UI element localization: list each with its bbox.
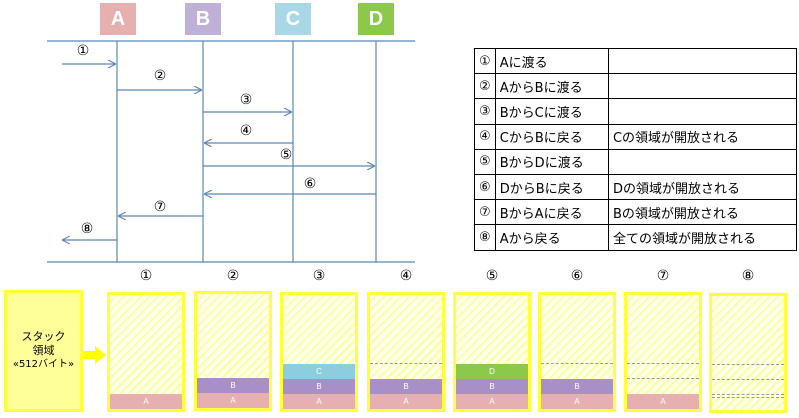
- stack-caption: ①: [139, 268, 153, 284]
- stack-layer-a: A: [283, 394, 355, 409]
- stack-layer-a: A: [541, 394, 613, 409]
- stack-layer-b: B: [197, 378, 269, 393]
- step-note: [607, 47, 798, 75]
- step-action: DからBに戻る: [494, 173, 609, 201]
- stack-box: A: [624, 292, 702, 412]
- stack-label-line1: スタック: [21, 330, 66, 343]
- stack-layer-a: A: [197, 393, 269, 408]
- stack-caption: ②: [226, 268, 240, 284]
- step-num: ①: [474, 47, 496, 75]
- seq-label-2: ②: [153, 68, 167, 84]
- step-action: BからDに渡る: [494, 148, 609, 175]
- step-action: AからBに渡る: [494, 73, 609, 100]
- sequence-diagram: [47, 40, 415, 263]
- freed-area-line: [712, 397, 784, 398]
- seq-label-1: ①: [76, 43, 90, 59]
- step-action: Aに渡る: [494, 47, 609, 75]
- stack-caption: ⑥: [570, 268, 584, 284]
- step-action: BからAに戻る: [494, 199, 609, 226]
- stack-caption: ⑤: [485, 268, 499, 284]
- stack-layer-c: C: [283, 364, 355, 379]
- seq-label-3: ③: [239, 92, 253, 108]
- stack-layer-a: A: [370, 394, 442, 409]
- stack-label-line2: 領域: [32, 344, 55, 357]
- step-num: ⑦: [474, 199, 496, 226]
- stack-layer-a: A: [110, 394, 182, 409]
- step-note: 全ての領域が開放される: [607, 224, 798, 251]
- step-num: ⑥: [474, 173, 496, 201]
- step-num: ④: [474, 123, 496, 150]
- step-note: Cの領域が開放される: [607, 123, 798, 150]
- column-header-b: B: [185, 3, 221, 35]
- stack-layer-a: A: [456, 394, 528, 409]
- freed-area-line: [370, 363, 442, 364]
- stack-layer-b: B: [456, 379, 528, 394]
- stack-layer-d: D: [456, 364, 528, 379]
- stack-layer-b: B: [370, 379, 442, 394]
- step-note: [607, 148, 798, 175]
- seq-label-7: ⑦: [153, 199, 167, 215]
- step-num: ⑤: [474, 148, 496, 175]
- step-num: ②: [474, 73, 496, 100]
- seq-label-8: ⑧: [80, 221, 94, 237]
- stack-caption: ⑧: [741, 268, 755, 284]
- step-note: [607, 73, 798, 100]
- column-header-c: C: [275, 3, 311, 35]
- step-action: CからBに戻る: [494, 123, 609, 150]
- freed-area-line: [627, 378, 699, 379]
- step-action: Aから戻る: [494, 224, 609, 251]
- step-action: BからCに渡る: [494, 98, 609, 125]
- stack-caption: ④: [399, 268, 413, 284]
- stack-layer-b: B: [283, 379, 355, 394]
- column-header-d: D: [358, 3, 394, 35]
- stack-box: A: [107, 292, 185, 412]
- stack-caption: ⑦: [656, 268, 670, 284]
- freed-area-line: [712, 364, 784, 365]
- freed-area-line: [627, 363, 699, 364]
- stack-area-label: スタック 領域 «512バイト»: [4, 290, 83, 412]
- freed-area-line: [541, 363, 613, 364]
- stack-layer-a: A: [627, 394, 699, 409]
- seq-label-4: ④: [239, 123, 253, 139]
- freed-area-line: [712, 394, 784, 395]
- step-note: Bの領域が開放される: [607, 199, 798, 226]
- step-num: ③: [474, 98, 496, 125]
- stack-layer-b: B: [541, 379, 613, 394]
- yellow-arrow-icon: [83, 346, 106, 364]
- column-header-a: A: [100, 3, 136, 35]
- step-num: ⑧: [474, 224, 496, 251]
- freed-area-line: [712, 379, 784, 380]
- step-note: Dの領域が開放される: [607, 173, 798, 201]
- stack-label-line3: «512バイト»: [12, 359, 75, 370]
- stack-box: [709, 293, 787, 413]
- seq-label-5: ⑤: [279, 147, 293, 163]
- step-note: [607, 98, 798, 125]
- stack-caption: ③: [312, 268, 326, 284]
- seq-label-6: ⑥: [303, 176, 317, 192]
